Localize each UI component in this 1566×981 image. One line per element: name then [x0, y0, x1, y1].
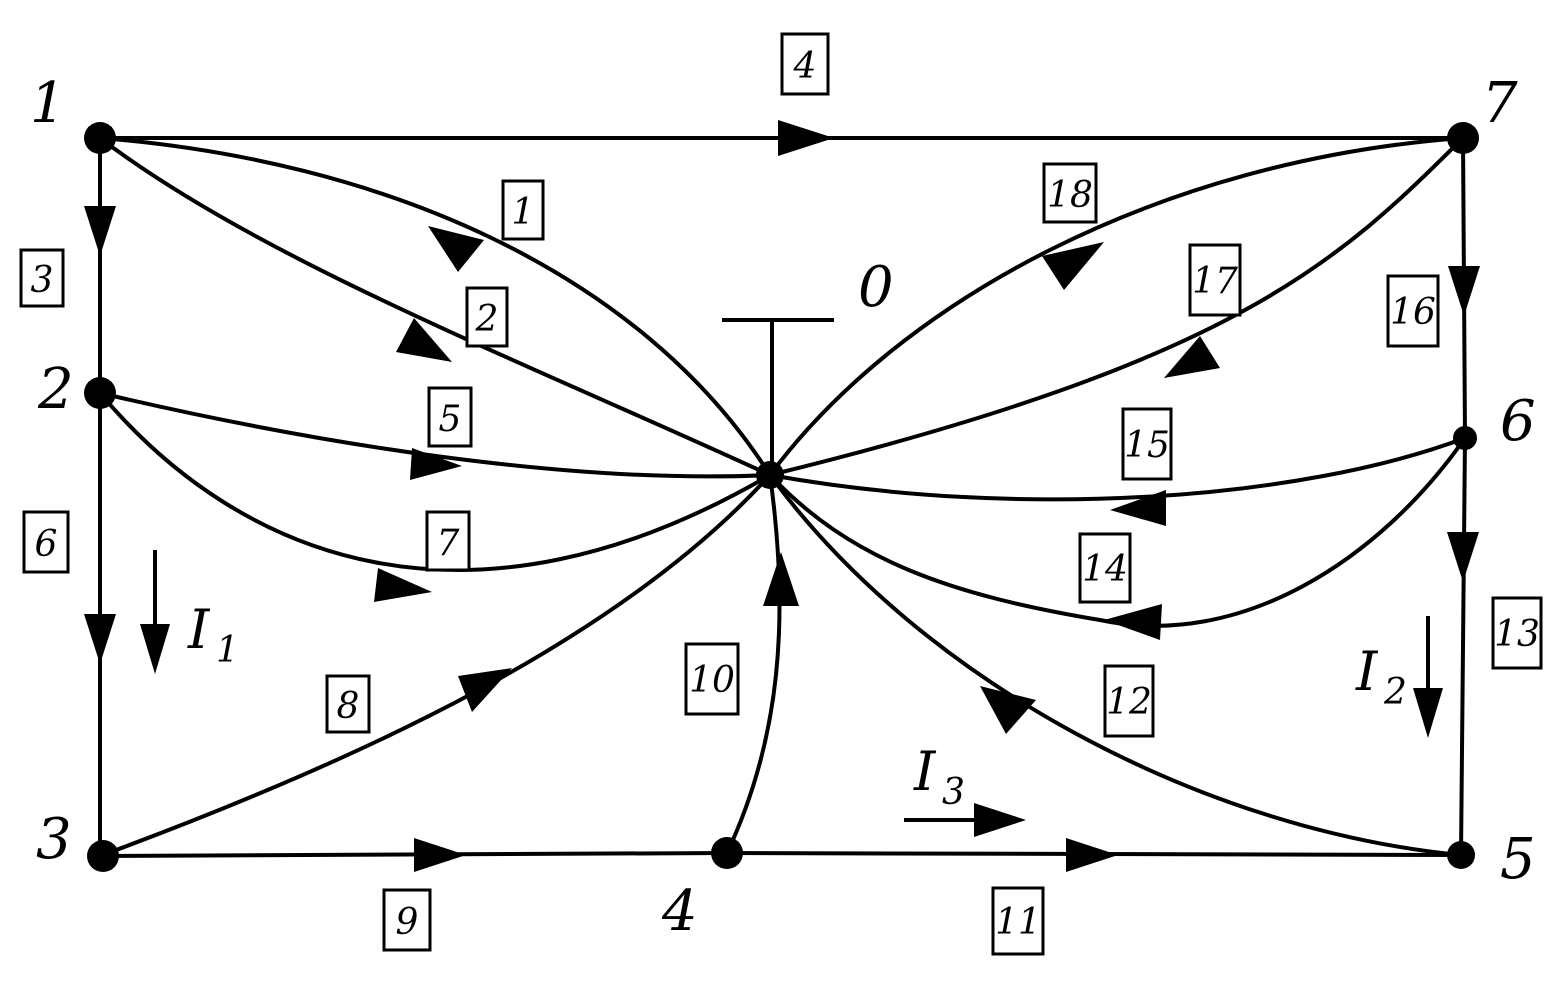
- node-label-0: 0: [858, 255, 894, 320]
- arrow-edge-13: [1447, 532, 1479, 582]
- node-1: [84, 122, 116, 154]
- branch-box-4: 4: [780, 32, 830, 96]
- branch-box-15: 15: [1121, 407, 1173, 481]
- branch-box-14: 14: [1078, 532, 1132, 604]
- current-i3-symbol: I: [913, 740, 937, 803]
- node-label-1: 1: [30, 71, 66, 136]
- arrow-edge-16: [1448, 266, 1480, 316]
- branch-number: 1: [512, 192, 535, 233]
- node-labels: 1 2 3 4 5 6 7 0: [30, 71, 1536, 944]
- arrowheads: [84, 120, 1480, 872]
- branch-box-12: 12: [1103, 664, 1155, 738]
- edge-14: [768, 436, 1467, 628]
- branch-number: 2: [475, 299, 499, 340]
- branch-number: 5: [439, 399, 462, 440]
- branch-number: 13: [1494, 614, 1540, 655]
- arrow-edge-15: [1110, 490, 1166, 526]
- node-0: [756, 461, 784, 489]
- branch-number: 16: [1390, 292, 1436, 333]
- node-label-6: 6: [1500, 389, 1536, 454]
- node-6: [1453, 426, 1477, 450]
- branch-box-17: 17: [1188, 243, 1242, 317]
- branch-box-5: 5: [427, 386, 473, 448]
- branch-box-3: 3: [19, 248, 65, 308]
- arrow-edge-11: [1066, 838, 1118, 872]
- branch-box-1: 1: [501, 179, 545, 241]
- branch-number: 3: [31, 260, 54, 301]
- arrow-edge-18: [1042, 242, 1104, 290]
- node-3: [87, 840, 119, 872]
- edge-18: [768, 136, 1464, 477]
- branch-box-18: 18: [1042, 162, 1098, 224]
- branch-box-16: 16: [1386, 274, 1440, 348]
- current-i1: I 1: [140, 550, 239, 674]
- branch-number: 4: [793, 46, 817, 87]
- arrow-edge-17: [1164, 336, 1220, 378]
- edge-2: [98, 136, 771, 477]
- branch-number: 18: [1047, 175, 1093, 216]
- current-i3-arrowhead: [974, 803, 1026, 837]
- arrow-edge-6: [84, 614, 116, 664]
- branch-box-9: 9: [382, 888, 432, 952]
- arrow-edge-8: [458, 668, 512, 712]
- edge-1: [99, 136, 772, 477]
- branch-number: 6: [35, 524, 58, 565]
- node-7: [1447, 122, 1479, 154]
- node-label-7: 7: [1482, 71, 1518, 136]
- branch-box-13: 13: [1491, 596, 1543, 670]
- arrow-edge-14: [1104, 604, 1162, 640]
- branch-number: 17: [1192, 261, 1238, 302]
- branch-number: 10: [689, 660, 735, 701]
- edge-10: [725, 474, 782, 854]
- arrow-edge-4: [778, 120, 834, 156]
- arrow-edge-10: [763, 552, 799, 606]
- branch-number: 12: [1106, 682, 1152, 723]
- branch-box-6: 6: [22, 510, 70, 574]
- branch-box-7: 7: [425, 510, 471, 572]
- branch-box-2: 2: [465, 286, 509, 348]
- edge-9: [99, 851, 728, 858]
- branch-number: 14: [1082, 549, 1128, 590]
- arrow-edge-2: [396, 318, 452, 362]
- current-indicators: I 1 I 2 I 3: [140, 550, 1443, 837]
- current-i2-subscript: 2: [1383, 672, 1407, 713]
- edge-13: [1459, 437, 1467, 856]
- node-2: [84, 377, 116, 409]
- current-i1-subscript: 1: [216, 630, 239, 671]
- node-label-2: 2: [37, 357, 74, 422]
- arrow-edge-12: [980, 686, 1036, 734]
- edge-12: [768, 473, 1462, 857]
- node-label-4: 4: [661, 879, 698, 944]
- current-i3-subscript: 3: [942, 772, 965, 813]
- branch-box-8: 8: [325, 674, 371, 734]
- branch-labels: 1 2 3 4 5 6 7 8: [19, 32, 1543, 956]
- arrow-edge-3: [84, 206, 116, 256]
- current-i1-arrowhead: [140, 624, 170, 674]
- current-i2-arrowhead: [1413, 688, 1443, 738]
- branch-number: 9: [396, 902, 419, 943]
- current-i1-symbol: I: [187, 598, 211, 661]
- branch-box-11: 11: [991, 886, 1045, 956]
- branch-number: 15: [1124, 425, 1170, 466]
- node-label-3: 3: [36, 807, 72, 872]
- edge-7: [98, 391, 772, 573]
- arrow-edge-5: [410, 448, 462, 480]
- branch-number: 11: [995, 902, 1041, 943]
- nodes: [84, 122, 1479, 872]
- node-5: [1447, 841, 1475, 869]
- edge-17: [769, 136, 1465, 477]
- arrow-edge-7: [374, 568, 432, 602]
- branch-box-10: 10: [684, 642, 740, 716]
- node-4: [711, 837, 743, 869]
- current-i2-symbol: I: [1355, 640, 1379, 703]
- branch-number: 7: [437, 523, 460, 564]
- arrow-edge-9: [414, 838, 466, 872]
- branch-number: 8: [337, 686, 360, 727]
- current-i3: I 3: [904, 740, 1026, 837]
- arrow-edge-1: [428, 226, 484, 272]
- node-label-5: 5: [1500, 827, 1536, 892]
- current-i2: I 2: [1355, 616, 1443, 738]
- edges: [98, 136, 1467, 858]
